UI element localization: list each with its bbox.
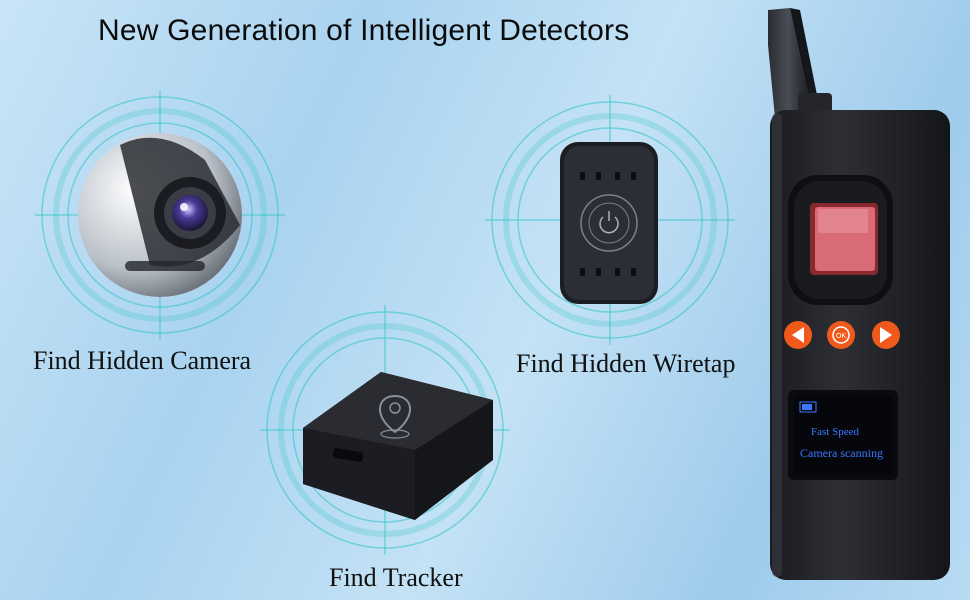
laser-window xyxy=(810,203,878,275)
target-reticle-tracker xyxy=(260,305,510,555)
caption-camera: Find Hidden Camera xyxy=(33,346,252,375)
battery-icon xyxy=(802,404,812,410)
target-reticle-camera xyxy=(35,90,285,340)
wiretap-device-icon xyxy=(560,142,658,304)
headline: New Generation of Intelligent Detectors xyxy=(98,14,630,47)
security-camera-icon xyxy=(78,133,242,297)
detector-device: OK Fast Speed Camera scanning xyxy=(768,8,950,580)
caption-tracker: Find Tracker xyxy=(329,563,463,592)
target-reticle-wiretap xyxy=(485,95,735,345)
caption-wiretap: Find Hidden Wiretap xyxy=(516,349,736,378)
lcd-line-mode: Camera scanning xyxy=(800,446,883,460)
right-arrow-button xyxy=(872,321,900,349)
power-ok-button: OK xyxy=(827,321,855,349)
lcd-screen: Fast Speed Camera scanning xyxy=(788,390,898,480)
ok-button-label: OK xyxy=(836,333,846,340)
lcd-line-speed: Fast Speed xyxy=(811,426,859,438)
left-arrow-button xyxy=(784,321,812,349)
gps-tracker-icon xyxy=(303,372,493,520)
